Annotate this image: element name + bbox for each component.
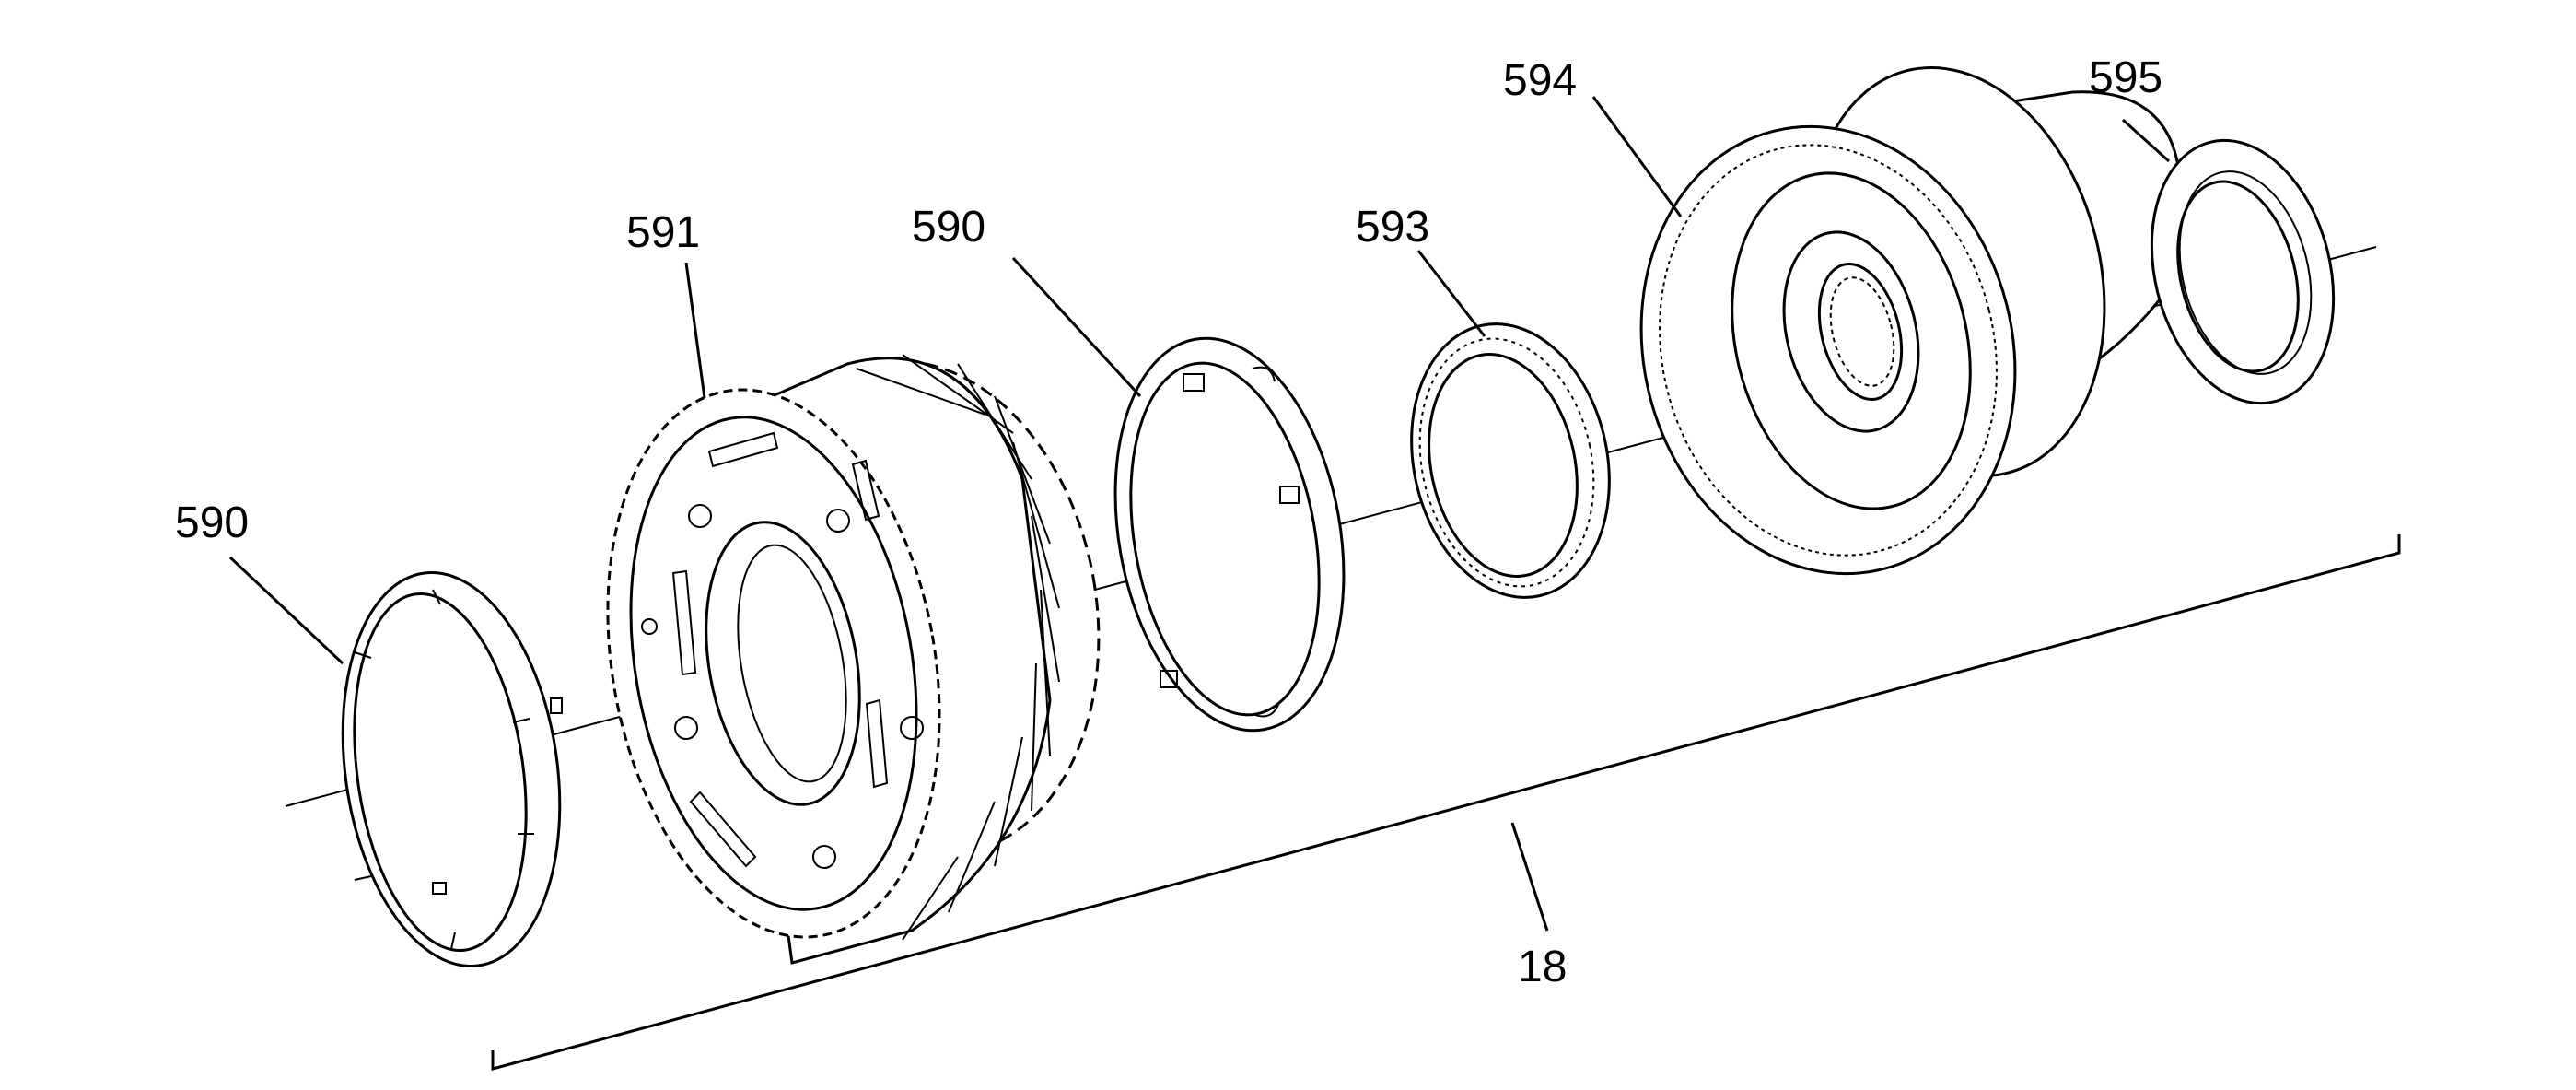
- callout-591: 591: [626, 208, 700, 257]
- callout-595: 595: [2089, 53, 2162, 102]
- bearing-593: [1410, 322, 1611, 599]
- ring-gear-594: [1639, 65, 2185, 576]
- callout-18: 18: [1518, 943, 1567, 991]
- callout-593: 593: [1356, 203, 1429, 252]
- callout-590-left: 590: [175, 498, 249, 547]
- callout-594: 594: [1503, 56, 1577, 105]
- washer-590-left: [341, 570, 563, 968]
- leader-lines: [228, 96, 2171, 665]
- carrier-591: [606, 354, 1101, 965]
- assembly-bracket: [491, 534, 2401, 1071]
- callout-590-middle: 590: [912, 203, 985, 252]
- washer-590-middle: [1113, 336, 1346, 733]
- washer-595: [2150, 138, 2336, 405]
